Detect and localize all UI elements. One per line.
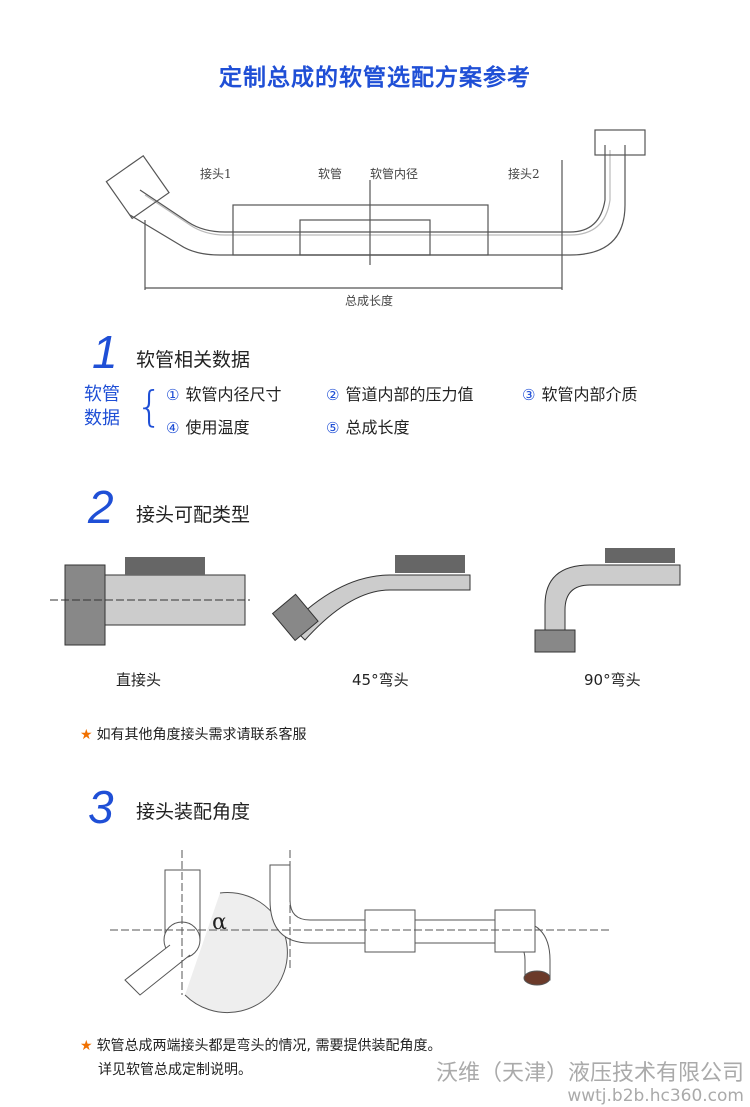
fitting-types-illustration: [50, 548, 681, 653]
hose-data-item: ② 管道内部的压力值: [326, 381, 473, 405]
page-title: 定制总成的软管选配方案参考: [219, 65, 531, 91]
section3-heading: 接头装配角度: [136, 801, 251, 823]
item-label: 软管内部介质: [541, 385, 638, 404]
hose-assembly-diagram: [105, 129, 646, 290]
watermark-url: wwtj.b2b.hc360.com: [567, 1086, 744, 1106]
circled-number: ⑤: [326, 419, 340, 437]
label-hose: 软管: [318, 167, 343, 181]
circled-number: ①: [166, 386, 180, 404]
side-label-line2: 数据: [84, 408, 120, 429]
section2-number: 2: [88, 481, 114, 533]
type-straight: 直接头: [116, 671, 162, 689]
type-90: 90°弯头: [584, 671, 641, 689]
section3-note: ★软管总成两端接头都是弯头的情况, 需要提供装配角度。 详见软管总成定制说明。: [80, 1034, 441, 1082]
item-label: 使用温度: [185, 418, 250, 437]
hose-data-item: ④ 使用温度: [166, 414, 249, 438]
circled-number: ②: [326, 386, 340, 404]
alpha-label: α: [212, 910, 227, 935]
watermark-company: 沃维（天津）液压技术有限公司: [435, 1061, 744, 1086]
circled-number: ③: [522, 386, 536, 404]
label-fitting2: 接头2: [508, 167, 540, 181]
assembly-angle-diagram: [110, 850, 610, 1013]
hose-data-item: ③ 软管内部介质: [522, 381, 637, 405]
label-hose-id: 软管内径: [370, 167, 419, 181]
note-line1: 软管总成两端接头都是弯头的情况, 需要提供装配角度。: [96, 1038, 442, 1054]
section3-number: 3: [88, 781, 114, 833]
section2-heading: 接头可配类型: [136, 504, 251, 526]
circled-number: ④: [166, 419, 180, 437]
note-line2: 详见软管总成定制说明。: [98, 1062, 252, 1078]
item-label: 管道内部的压力值: [345, 385, 474, 404]
side-label-line1: 软管: [84, 384, 120, 405]
45-degree-fitting-icon: [271, 555, 471, 642]
star-icon: ★: [80, 727, 93, 743]
label-fitting1: 接头1: [200, 167, 232, 181]
note-text: 如有其他角度接头需求请联系客服: [96, 727, 307, 743]
straight-fitting-icon: [50, 557, 250, 646]
90-degree-fitting-icon: [534, 548, 681, 653]
item-label: 总成长度: [345, 418, 410, 437]
section1-number: 1: [92, 326, 118, 378]
label-total-length: 总成长度: [345, 294, 394, 308]
brace-icon: {: [136, 382, 163, 431]
star-icon: ★: [80, 1038, 93, 1054]
type-45: 45°弯头: [352, 671, 409, 689]
hose-data-item: ⑤ 总成长度: [326, 414, 409, 438]
section2-note: ★如有其他角度接头需求请联系客服: [80, 724, 307, 744]
item-label: 软管内径尺寸: [185, 385, 282, 404]
section1-heading: 软管相关数据: [136, 349, 251, 371]
side-label: 软管 数据: [84, 383, 120, 431]
hose-data-item: ① 软管内径尺寸: [166, 381, 281, 405]
